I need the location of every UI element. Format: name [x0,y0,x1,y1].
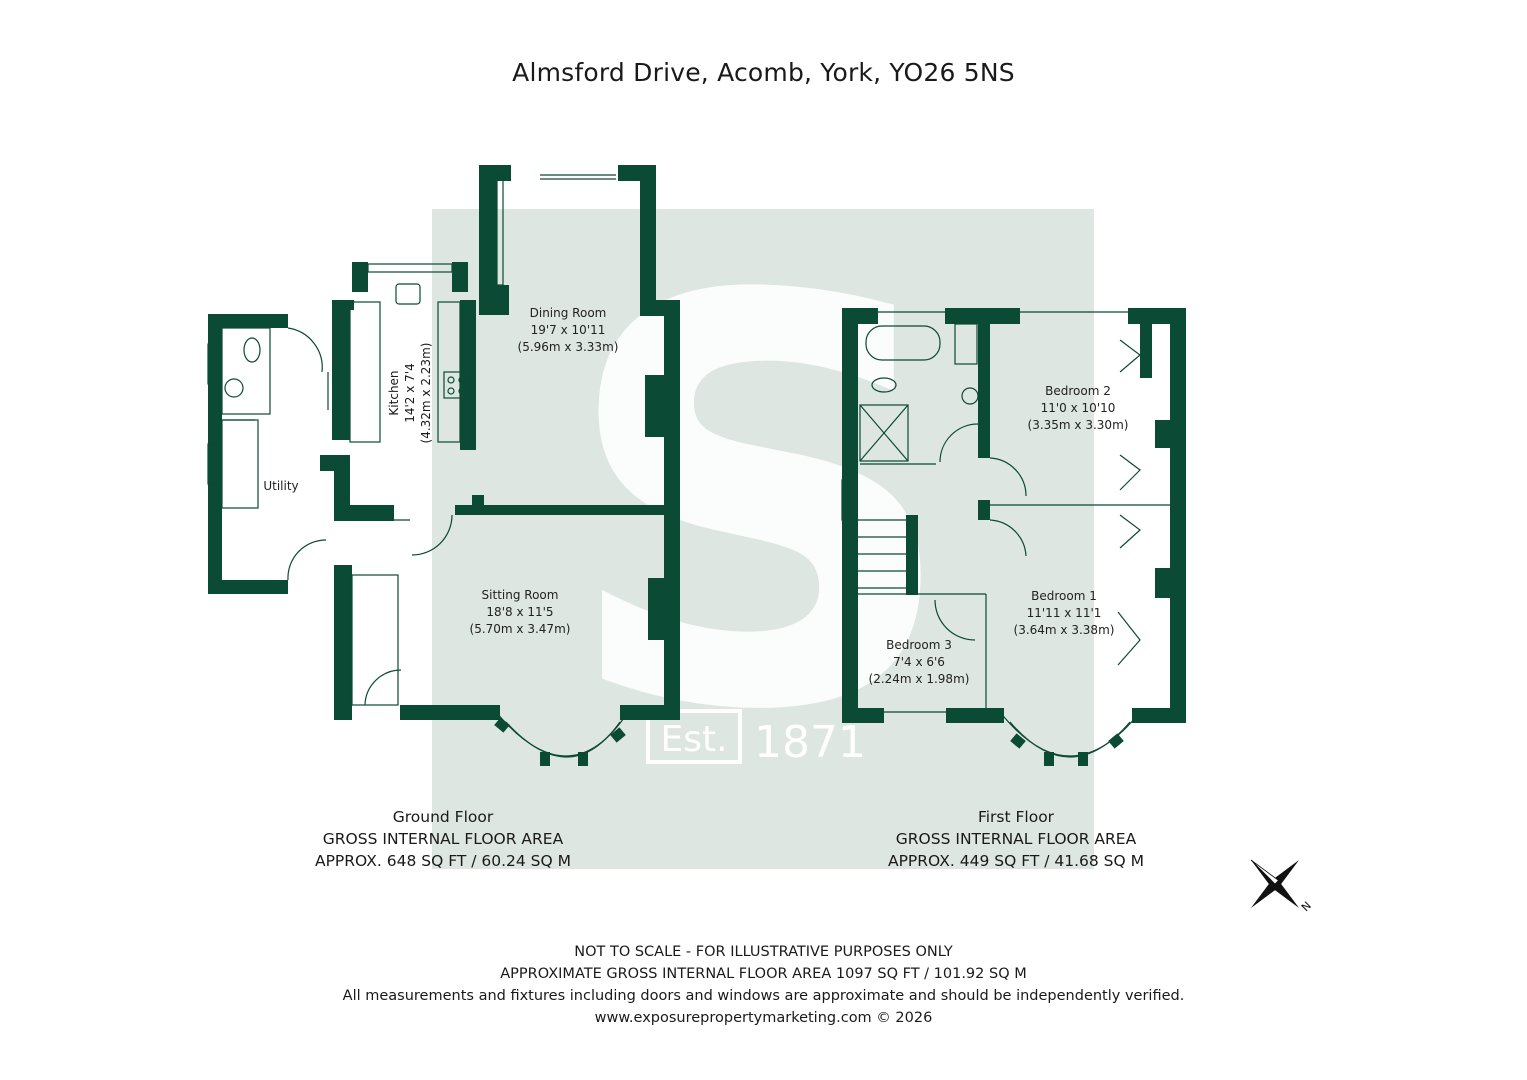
footer-line-website: www.exposurepropertymarketing.com © 2026 [594,1010,933,1026]
property-address: Almsford Drive, Acomb, York, YO26 5NS [512,58,1015,87]
first-bay-window [1010,733,1124,766]
bedroom-3-label: Bedroom 3 7'4 x 6'6 (2.24m x 1.98m) [858,637,980,688]
first-floor-area: APPROX. 449 SQ FT / 41.68 SQ M [887,852,1145,870]
ground-floor-name: Ground Floor [392,808,494,826]
ground-floor-area-label: GROSS INTERNAL FLOOR AREA [322,830,564,848]
bedroom-3-dims: 7'4 x 6'6 [893,655,945,669]
sitting-room-label: Sitting Room 18'8 x 11'5 (5.70m x 3.47m) [455,587,585,638]
bedroom-1-dims: 11'11 x 11'1 [1026,606,1102,620]
utility-label: Utility [250,478,312,495]
kitchen-label: Kitchen 14'2 x 7'4 (4.32m x 2.23m) [386,328,436,458]
first-floor-walls [842,308,1186,723]
watermark-est: Est. [660,719,727,760]
ground-floor-caption: Ground Floor GROSS INTERNAL FLOOR AREA A… [293,806,593,872]
dining-room-metric: (5.96m x 3.33m) [517,340,619,354]
bedroom-3-metric: (2.24m x 1.98m) [868,672,970,686]
kitchen-name: Kitchen [387,370,401,416]
dining-room-label: Dining Room 19'7 x 10'11 (5.96m x 3.33m) [503,305,633,356]
bedroom-1-label: Bedroom 1 11'11 x 11'1 (3.64m x 3.38m) [999,588,1129,639]
footer-line-verify: All measurements and fixtures including … [342,988,1185,1004]
ground-floor-fixtures [207,174,629,758]
watermark-est-box [646,709,742,764]
ground-floor-area: APPROX. 648 SQ FT / 60.24 SQ M [314,852,572,870]
bedroom-2-metric: (3.35m x 3.30m) [1027,418,1129,432]
utility-name: Utility [263,479,299,493]
first-floor-name: First Floor [977,808,1055,826]
compass-north-label: N [1299,899,1314,914]
watermark-year: 1871 [754,717,866,768]
bedroom-1-name: Bedroom 1 [1031,589,1097,603]
bedroom-2-dims: 11'0 x 10'10 [1040,401,1116,415]
footer-disclaimer: NOT TO SCALE - FOR ILLUSTRATIVE PURPOSES… [0,941,1527,1029]
ground-bay-window [494,717,626,766]
dining-room-dims: 19'7 x 10'11 [530,323,606,337]
first-floor-area-label: GROSS INTERNAL FLOOR AREA [895,830,1137,848]
watermark: S Est. 1871 [432,181,1094,869]
sitting-room-dims: 18'8 x 11'5 [486,605,554,619]
compass-icon [1250,859,1300,909]
footer-line-scale: NOT TO SCALE - FOR ILLUSTRATIVE PURPOSES… [574,944,953,960]
bedroom-1-metric: (3.64m x 3.38m) [1013,623,1115,637]
bedroom-3-name: Bedroom 3 [886,638,952,652]
sitting-room-name: Sitting Room [481,588,559,602]
bedroom-2-label: Bedroom 2 11'0 x 10'10 (3.35m x 3.30m) [1013,383,1143,434]
first-floor-caption: First Floor GROSS INTERNAL FLOOR AREA AP… [866,806,1166,872]
sitting-room-metric: (5.70m x 3.47m) [469,622,571,636]
footer-line-total-area: APPROXIMATE GROSS INTERNAL FLOOR AREA 10… [500,966,1027,982]
first-floor-fixtures [841,311,1170,758]
kitchen-dims: 14'2 x 7'4 [403,363,417,423]
dining-room-name: Dining Room [529,306,607,320]
kitchen-metric: (4.32m x 2.23m) [419,342,433,444]
bedroom-2-name: Bedroom 2 [1045,384,1111,398]
